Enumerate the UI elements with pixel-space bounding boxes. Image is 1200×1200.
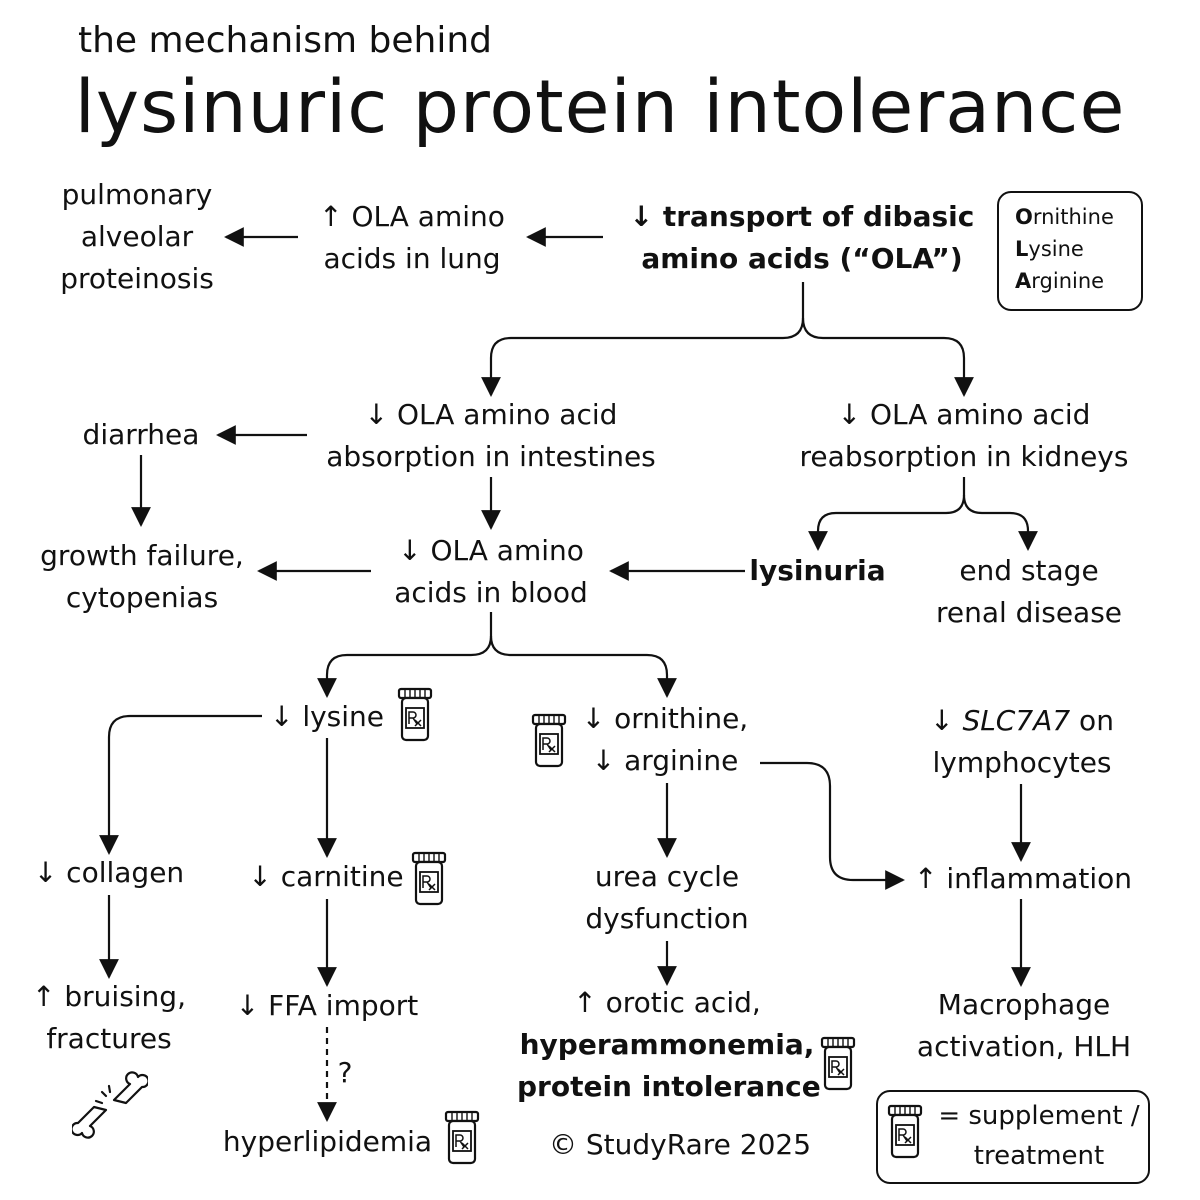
fork-blood-right [489, 635, 677, 698]
prescription-bottle-icon [820, 1036, 856, 1091]
node-growth-failure: growth failure,cytopenias [40, 539, 244, 614]
page-subtitle: the mechanism behind [78, 20, 492, 61]
copyright-text: © StudyRare 2025 [548, 1128, 812, 1161]
gene-name-slc7a7: SLC7A7 [962, 704, 1071, 737]
node-lysinuria: lysinuria [749, 554, 886, 587]
ola-legend-arginine: Arginine [1015, 269, 1105, 293]
legend-label: = supplement /treatment [938, 1101, 1140, 1171]
page-title: lysinuric protein intolerance [74, 65, 1126, 150]
prescription-bottle-icon [444, 1110, 480, 1165]
node-inflammation: ↑ inflammation [913, 862, 1133, 895]
ola-legend-box: Ornithine Lysine Arginine [997, 191, 1143, 311]
fork-kidney-right [962, 494, 1038, 551]
arrow-arginine-to-inflammation [760, 761, 905, 890]
prescription-bottle-icon [887, 1104, 923, 1159]
fork-transport [481, 282, 805, 397]
node-collagen: ↓ collagen [33, 856, 185, 889]
node-ornithine-arginine: ↓ ornithine,↓ arginine [581, 702, 749, 777]
treatment-legend-box: = supplement /treatment [876, 1090, 1150, 1184]
arrow-lysine-to-collagen [99, 714, 262, 855]
node-diarrhea: diarrhea [82, 418, 200, 451]
node-orotic-acid: ↑ orotic acid, [573, 986, 761, 1019]
prescription-bottle-icon [411, 851, 447, 906]
prescription-bottle-icon [397, 687, 433, 742]
fork-kidney [808, 477, 966, 551]
prescription-bottle-icon [531, 713, 567, 768]
node-bruising-fractures: ↑ bruising,fractures [32, 980, 186, 1055]
node-lysine: ↓ lysine [269, 700, 385, 733]
ola-legend-ornithine: Ornithine [1015, 205, 1114, 229]
node-hyperlipidemia: hyperlipidemia [222, 1125, 433, 1158]
ola-legend-lysine: Lysine [1015, 237, 1084, 261]
fork-transport-right [801, 317, 974, 397]
node-ffa-import: ↓ FFA import [235, 989, 419, 1022]
broken-bone-icon [72, 1071, 148, 1139]
node-question-mark: ? [337, 1056, 353, 1089]
node-slc7a7-lymphocytes: ↓ SLC7A7 on lymphocytes [930, 704, 1114, 779]
node-hyperammonemia: hyperammonemia,protein intolerance [517, 1028, 821, 1103]
node-carnitine: ↓ carnitine [248, 860, 404, 893]
fork-blood [317, 612, 493, 698]
